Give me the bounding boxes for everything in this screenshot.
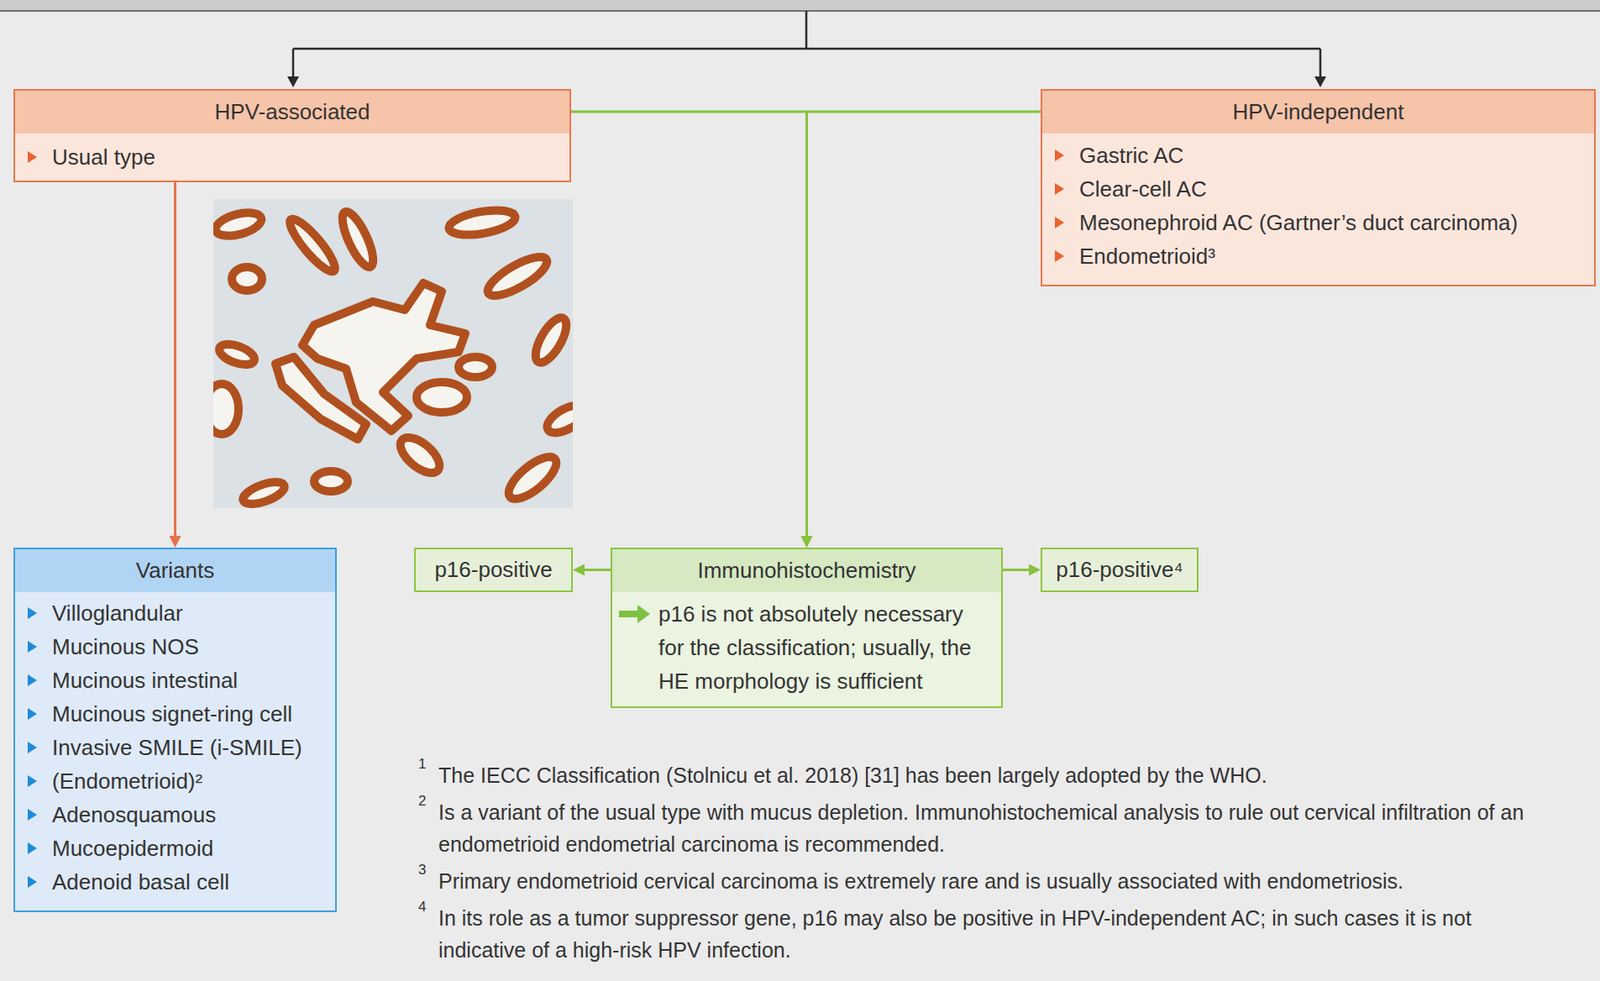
connector bbox=[1002, 564, 1041, 577]
list-item: Mesonephroid AC (Gartner’s duct carcinom… bbox=[1079, 205, 1595, 240]
footnote-row: 2Is a variant of the usual type with muc… bbox=[418, 796, 1536, 861]
note-text: p16 is not absolutely necessary for the … bbox=[658, 597, 993, 698]
footnote-number: 4 bbox=[418, 898, 426, 916]
arrow-head bbox=[1028, 564, 1041, 577]
footnote-number: 3 bbox=[418, 861, 426, 879]
list-item: Mucinous intestinal bbox=[52, 663, 336, 698]
gland bbox=[314, 471, 348, 492]
list-item: Adenoid basal cell bbox=[52, 865, 336, 899]
footnote-number: 1 bbox=[418, 755, 426, 773]
node-box: VariantsVilloglandularMucinous NOSMucino… bbox=[13, 547, 337, 913]
list-item: Clear-cell AC bbox=[1079, 172, 1595, 206]
node-box: p16-positive⁴ bbox=[1040, 547, 1199, 593]
gland bbox=[416, 382, 467, 413]
gland bbox=[542, 399, 573, 439]
gland bbox=[213, 383, 239, 435]
footnote-number: 2 bbox=[418, 792, 426, 810]
box-body: Usual type bbox=[15, 133, 570, 181]
node-box: HPV-independentGastric ACClear-cell ACMe… bbox=[1040, 89, 1596, 287]
connector bbox=[572, 564, 611, 577]
list-item: Mucoepidermoid bbox=[52, 831, 336, 866]
box-heading: Immunohistochemistry bbox=[612, 549, 1002, 593]
gland bbox=[213, 208, 264, 241]
gland bbox=[336, 208, 379, 272]
connector bbox=[801, 111, 1042, 548]
footnote-text: The IECC Classification (Stolnicu et al.… bbox=[438, 759, 1536, 792]
gland bbox=[231, 267, 263, 291]
box-heading: Variants bbox=[15, 549, 336, 593]
connector-line bbox=[173, 182, 177, 537]
connector-line bbox=[571, 111, 808, 537]
gland bbox=[240, 477, 288, 509]
list-item: Usual type bbox=[52, 140, 570, 174]
connector bbox=[571, 111, 814, 548]
gland bbox=[394, 430, 446, 479]
list-item: Invasive SMILE (i-SMILE) bbox=[52, 730, 336, 765]
box-label: p16-positive bbox=[415, 549, 572, 591]
p16-stain-image bbox=[213, 199, 573, 509]
connector-line bbox=[1002, 568, 1030, 572]
connector-line bbox=[807, 111, 1042, 537]
connector-line bbox=[583, 568, 611, 572]
gland bbox=[446, 205, 517, 239]
top-bar bbox=[0, 0, 1600, 11]
note-arrow bbox=[619, 603, 651, 625]
node-box: HPV-associatedUsual type bbox=[13, 89, 572, 183]
connector bbox=[169, 182, 182, 548]
list-item: Villoglandular bbox=[52, 596, 336, 630]
gland bbox=[502, 450, 563, 506]
box-label: p16-positive⁴ bbox=[1042, 549, 1197, 591]
box-body: Gastric ACClear-cell ACMesonephroid AC (… bbox=[1042, 133, 1595, 285]
arrow-head bbox=[169, 535, 182, 548]
list-item: Adenosquamous bbox=[52, 797, 336, 832]
branch-line bbox=[293, 10, 1321, 78]
arrow-head bbox=[287, 76, 300, 88]
footnote-text: In its role as a tumor suppressor gene, … bbox=[438, 902, 1536, 966]
gland bbox=[458, 356, 493, 378]
footnote-row: 3Primary endometrioid cervical carcinoma… bbox=[418, 865, 1536, 898]
arrow-icon bbox=[619, 604, 651, 624]
gland bbox=[284, 214, 341, 277]
image-ground bbox=[213, 199, 573, 509]
gland bbox=[482, 250, 552, 304]
list-item: (Endometrioid)² bbox=[52, 764, 336, 798]
arrow-head bbox=[572, 564, 585, 577]
list-item: Mucinous signet-ring cell bbox=[52, 697, 336, 731]
footnote-row: 1The IECC Classification (Stolnicu et al… bbox=[418, 759, 1536, 792]
box-body: p16 is not absolutely necessary for the … bbox=[612, 592, 1002, 707]
node-box: p16-positive bbox=[414, 547, 573, 593]
list-item: Endometrioid³ bbox=[1079, 239, 1595, 273]
gland bbox=[275, 356, 367, 440]
gland bbox=[216, 340, 258, 369]
list-item: Mucinous NOS bbox=[52, 629, 336, 664]
arrow-head bbox=[801, 535, 814, 548]
box-heading: HPV-associated bbox=[15, 90, 570, 134]
list-item: Gastric AC bbox=[1079, 138, 1595, 173]
arrow-head bbox=[1314, 76, 1327, 88]
footnote-block: 1The IECC Classification (Stolnicu et al… bbox=[418, 759, 1536, 971]
box-heading: HPV-independent bbox=[1042, 90, 1595, 134]
footnote-row: 4In its role as a tumor suppressor gene,… bbox=[418, 902, 1536, 966]
box-body: VilloglandularMucinous NOSMucinous intes… bbox=[15, 592, 336, 911]
footnote-text: Primary endometrioid cervical carcinoma … bbox=[438, 865, 1536, 898]
node-box: Immunohistochemistryp16 is not absolutel… bbox=[610, 547, 1003, 709]
footnote-text: Is a variant of the usual type with mucu… bbox=[438, 796, 1536, 861]
gland bbox=[529, 313, 573, 368]
gland-group bbox=[213, 205, 573, 509]
arrow-head bbox=[801, 535, 814, 548]
